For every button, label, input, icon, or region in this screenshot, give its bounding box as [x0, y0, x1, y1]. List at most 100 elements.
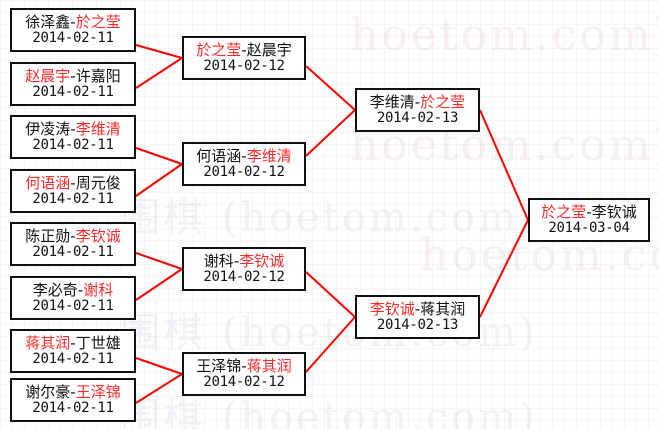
player-left-r1m4: 何语涵: [25, 173, 71, 192]
match-date-r1m6: 2014-02-11: [32, 298, 114, 315]
connector-line-r1m4-to-r2m2: [135, 163, 183, 197]
player-right-r1m4: 周元俊: [75, 173, 121, 192]
match-players-sf2: 李钦诚-蒋其润: [370, 301, 465, 317]
player-separator-dash: -: [77, 280, 84, 299]
player-left-r1m2: 赵晨宇: [25, 66, 71, 85]
player-left-r1m8: 谢尔豪: [25, 382, 71, 401]
connector-line-r2m4-to-sf2: [305, 316, 356, 373]
match-date-r2m4: 2014-02-12: [203, 374, 285, 391]
player-right-r1m1: 於之莹: [75, 12, 121, 31]
connector-line-sf2-to-f1: [479, 219, 529, 318]
player-separator-dash: -: [241, 40, 247, 59]
player-right-r1m8: 王泽锦: [75, 382, 121, 401]
connector-line-r1m8-to-r2m4: [135, 373, 183, 404]
match-players-f1: 於之莹-李钦诚: [541, 204, 636, 220]
connector-line-r1m5-to-r2m3: [135, 252, 183, 270]
player-separator-dash: -: [70, 173, 76, 192]
player-right-sf2: 蒋其润: [420, 299, 466, 318]
match-date-f1: 2014-03-04: [548, 220, 630, 237]
player-separator-dash: -: [241, 146, 247, 165]
match-date-r1m3: 2014-02-11: [32, 137, 114, 154]
match-players-r1m5: 陈正勋-李钦诚: [25, 228, 120, 244]
player-left-r1m3: 伊凌涛: [25, 119, 71, 138]
player-left-f1: 於之莹: [541, 202, 587, 221]
player-right-r2m4: 蒋其润: [246, 356, 292, 375]
watermark-text: 围棋 (hoetom.com): [120, 195, 538, 241]
match-date-sf1: 2014-02-13: [376, 110, 459, 127]
watermark-text: hoetom.com): [350, 10, 659, 61]
player-right-r2m2: 李维清: [246, 146, 292, 165]
match-players-r2m2: 何语涵-李维清: [196, 148, 291, 164]
match-players-r1m8: 谢尔豪-王泽锦: [25, 384, 120, 400]
connector-line-r2m3-to-sf2: [305, 271, 356, 318]
match-date-r1m1: 2014-02-11: [32, 30, 114, 47]
player-separator-dash: -: [414, 92, 421, 111]
player-separator-dash: -: [586, 202, 592, 221]
match-players-r1m7: 蒋其润-丁世雄: [25, 335, 120, 351]
connector-line-r2m2-to-sf1: [305, 109, 356, 157]
player-separator-dash: -: [241, 356, 247, 375]
match-date-r2m1: 2014-02-12: [203, 58, 285, 75]
player-left-r1m6: 李必奇: [32, 280, 78, 299]
match-players-r2m4: 王泽锦-蒋其润: [196, 358, 291, 374]
connector-line-r1m1-to-r2m1: [135, 44, 183, 59]
connector-line-r1m7-to-r2m4: [135, 357, 183, 375]
player-left-r2m1: 於之莹: [196, 40, 242, 59]
player-left-r2m3: 谢科: [203, 251, 234, 270]
match-date-r1m5: 2014-02-11: [32, 244, 114, 261]
player-right-r2m1: 赵晨宇: [246, 40, 292, 59]
match-date-r1m2: 2014-02-11: [32, 84, 114, 101]
player-left-r2m2: 何语涵: [196, 146, 242, 165]
match-players-sf1: 李维清-於之莹: [370, 94, 465, 110]
player-separator-dash: -: [70, 226, 76, 245]
player-left-sf2: 李钦诚: [369, 299, 415, 318]
player-right-r1m6: 谢科: [83, 280, 114, 299]
match-date-r1m7: 2014-02-11: [32, 351, 114, 368]
player-separator-dash: -: [414, 299, 421, 318]
match-players-r1m1: 徐泽鑫-於之莹: [25, 14, 120, 30]
player-right-r1m2: 许嘉阳: [75, 66, 121, 85]
player-separator-dash: -: [233, 251, 240, 270]
connector-line-r1m3-to-r2m2: [135, 147, 183, 165]
match-players-r1m6: 李必奇-谢科: [33, 282, 113, 298]
connector-line-sf1-to-f1: [479, 109, 529, 221]
match-players-r1m3: 伊凌涛-李维清: [25, 121, 120, 137]
player-separator-dash: -: [70, 12, 76, 31]
player-right-sf1: 於之莹: [420, 92, 466, 111]
player-left-r1m5: 陈正勋: [25, 226, 71, 245]
match-date-r2m2: 2014-02-12: [203, 164, 285, 181]
match-date-sf2: 2014-02-13: [376, 317, 459, 334]
match-players-r2m3: 谢科-李钦诚: [204, 253, 284, 269]
player-right-r1m3: 李维清: [75, 119, 121, 138]
player-left-r2m4: 王泽锦: [196, 356, 242, 375]
player-separator-dash: -: [70, 382, 76, 401]
connector-line-r1m2-to-r2m1: [135, 57, 183, 89]
player-separator-dash: -: [70, 66, 76, 85]
player-right-r2m3: 李钦诚: [239, 251, 285, 270]
player-left-sf1: 李维清: [369, 92, 415, 111]
match-players-r1m2: 赵晨宇-许嘉阳: [25, 68, 120, 84]
player-right-f1: 李钦诚: [591, 202, 637, 221]
player-separator-dash: -: [70, 333, 76, 352]
connector-line-r1m6-to-r2m3: [135, 268, 183, 301]
match-players-r2m1: 於之莹-赵晨宇: [196, 42, 291, 58]
player-left-r1m7: 蒋其润: [25, 333, 71, 352]
match-players-r1m4: 何语涵-周元俊: [25, 175, 120, 191]
connector-line-r2m1-to-sf1: [305, 65, 356, 111]
